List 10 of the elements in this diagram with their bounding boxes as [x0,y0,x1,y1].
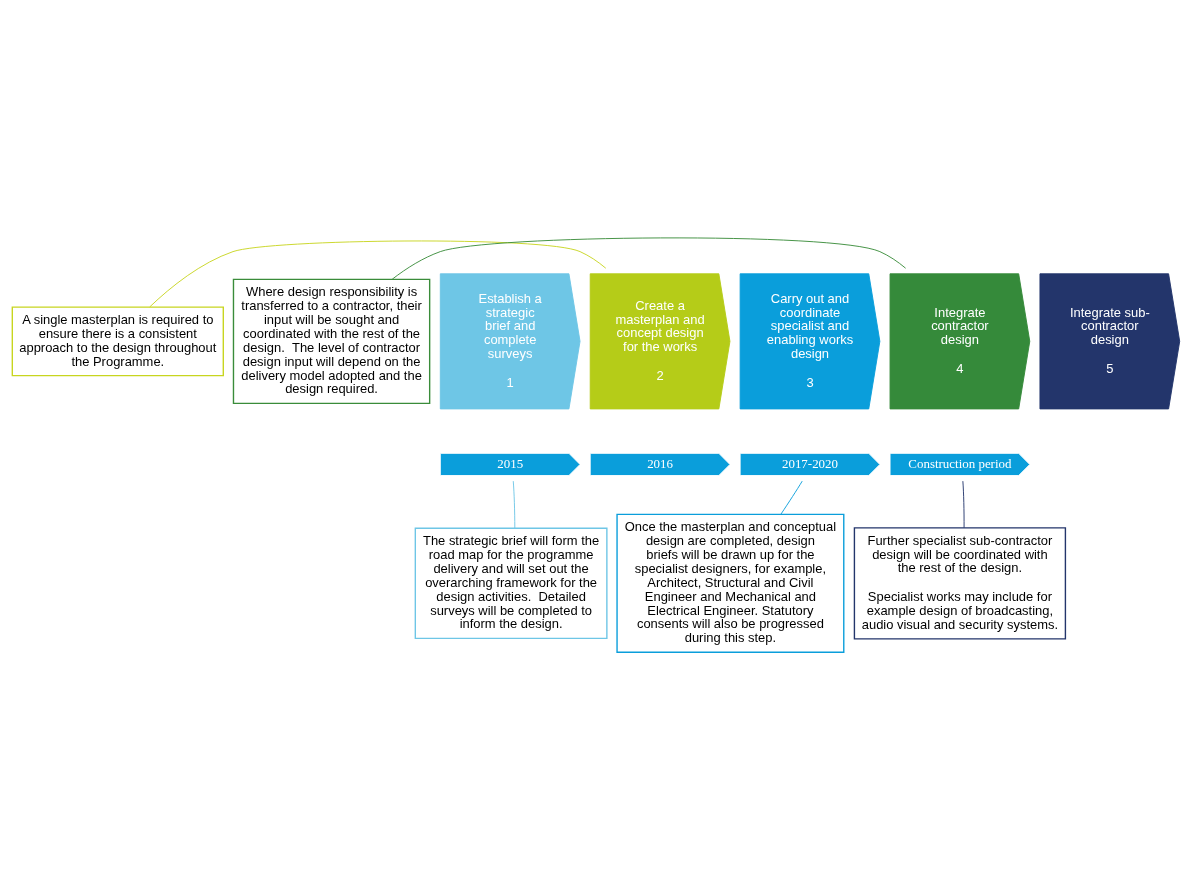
node-box: Once the masterplan and conceptual design are completed, design briefs will be drawn up for the specialist designers, for example, Architect, Structural and Civil Engineer and Mechanical and Electrical Engineer. Statutory consents will also be progressed during this step. [616,513,845,653]
connector [512,480,516,528]
node-box: Where design responsibility is transferred to a contractor, their input will be sought and coordinated with the rest of the design. The level of contractor design input will depend on the delivery model adopted and the design required. [232,278,431,404]
connector [391,236,907,280]
node-box: Further specialist sub-contractor design will be coordinated with the rest of the design. Specialist works may include for example design of broadcasting, audio visual and security systems. [853,526,1067,640]
node-box: The strategic brief will form the road map for the programme delivery and will set out the overarching framework for the design activities. Detailed surveys will be completed to inform the design. [414,527,608,639]
node-box: A single masterplan is required to ensure there is a consistent approach to the design throughout the Programme. [11,305,224,376]
connector [149,240,607,307]
connector [780,480,803,515]
connector [962,480,965,528]
